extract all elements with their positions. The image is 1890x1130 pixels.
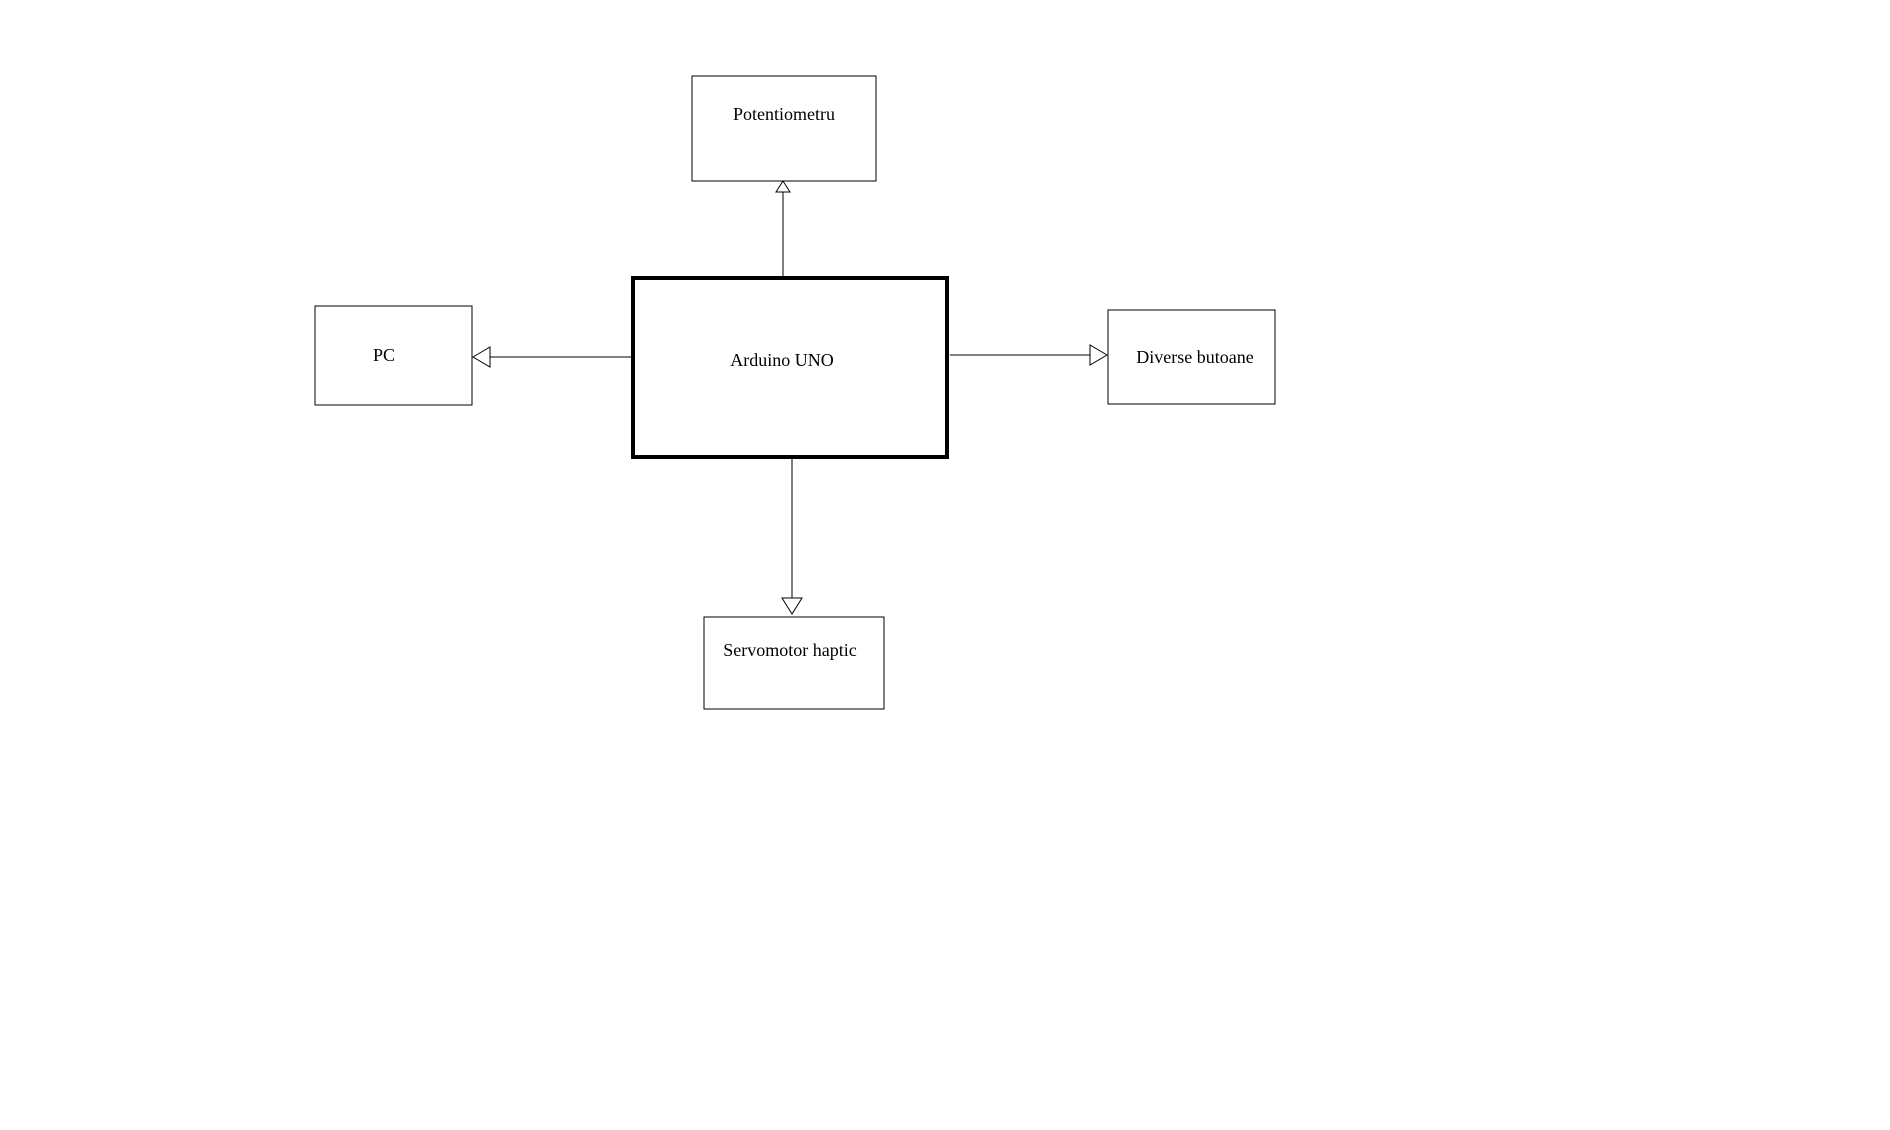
node-servomotor: Servomotor haptic bbox=[703, 616, 885, 710]
node-potentiometru-box bbox=[691, 75, 877, 182]
node-pc: PC bbox=[314, 305, 473, 406]
node-arduino-box bbox=[631, 276, 949, 459]
node-pc-box bbox=[314, 305, 473, 406]
node-servomotor-label: Servomotor haptic bbox=[723, 640, 856, 660]
node-butoane: Diverse butoane bbox=[1107, 309, 1276, 405]
arrow-to-pc-head bbox=[472, 346, 491, 368]
arrow-to-pc bbox=[472, 346, 632, 368]
node-servomotor-box bbox=[703, 616, 885, 710]
node-potentiometru: Potentiometru bbox=[691, 75, 877, 182]
node-arduino-label: Arduino UNO bbox=[730, 350, 834, 370]
arrow-to-butoane-head bbox=[1089, 344, 1108, 366]
node-pc-label: PC bbox=[373, 345, 395, 365]
node-potentiometru-label: Potentiometru bbox=[733, 104, 835, 124]
arrow-to-potentiometru bbox=[775, 180, 791, 277]
arrow-to-servomotor bbox=[781, 459, 803, 615]
node-arduino: Arduino UNO bbox=[631, 276, 949, 459]
arrow-to-servomotor-head bbox=[781, 597, 803, 615]
node-butoane-label: Diverse butoane bbox=[1136, 347, 1253, 367]
arrow-to-potentiometru-head bbox=[775, 180, 791, 193]
arrow-to-butoane bbox=[950, 344, 1108, 366]
node-butoane-box bbox=[1107, 309, 1276, 405]
